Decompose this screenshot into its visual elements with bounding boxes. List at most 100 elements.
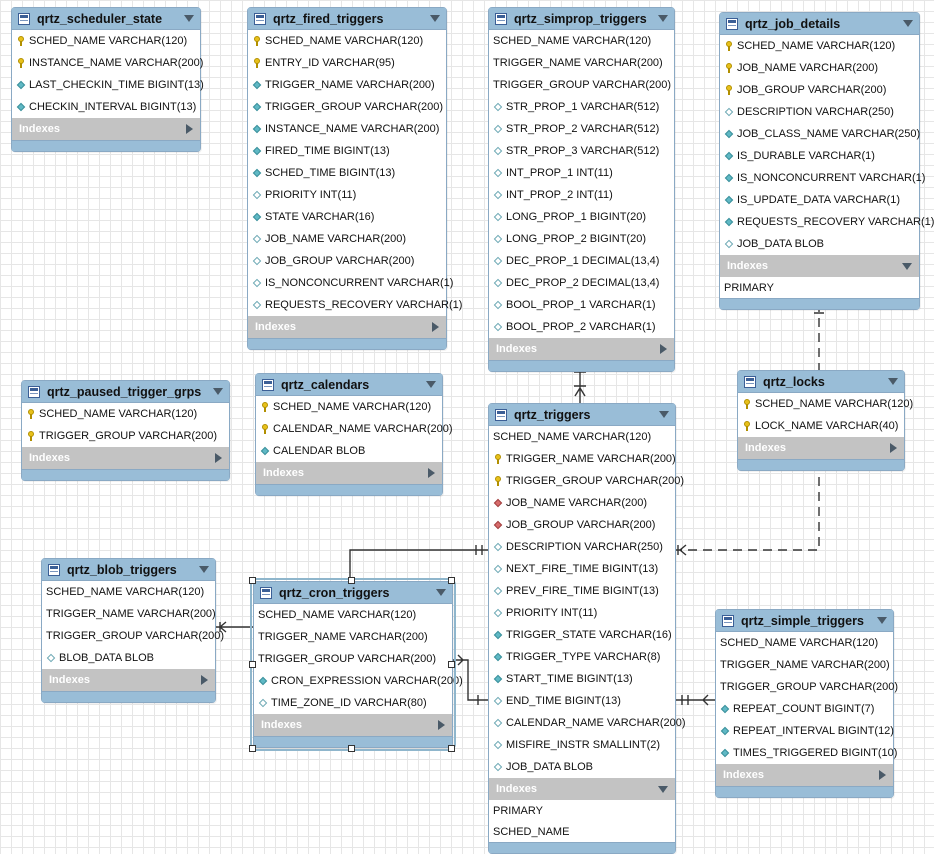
- column-row[interactable]: STR_PROP_2 VARCHAR(512): [489, 118, 674, 140]
- column-row[interactable]: REPEAT_INTERVAL BIGINT(12): [716, 720, 894, 742]
- column-row[interactable]: CALENDAR_NAME VARCHAR(200): [256, 418, 453, 440]
- column-row[interactable]: CALENDAR BLOB: [256, 440, 442, 462]
- indexes-bar[interactable]: Indexes: [716, 764, 893, 786]
- column-row[interactable]: JOB_GROUP VARCHAR(200): [720, 79, 919, 101]
- resize-handle[interactable]: [249, 577, 256, 584]
- column-row[interactable]: IS_NONCONCURRENT VARCHAR(1): [248, 272, 453, 294]
- column-row[interactable]: MISFIRE_INSTR SMALLINT(2): [489, 734, 675, 756]
- indexes-bar[interactable]: Indexes: [489, 778, 675, 800]
- expand-right-icon[interactable]: [215, 453, 222, 463]
- rel-simple-triggers[interactable]: [674, 694, 715, 706]
- collapse-caret-icon[interactable]: [430, 15, 440, 22]
- table-header[interactable]: qrtz_triggers: [489, 404, 675, 426]
- indexes-bar[interactable]: Indexes: [256, 462, 442, 484]
- indexes-bar[interactable]: Indexes: [738, 437, 904, 459]
- column-row[interactable]: SCHED_TIME BIGINT(13): [248, 162, 446, 184]
- column-row[interactable]: LOCK_NAME VARCHAR(40): [738, 415, 904, 437]
- column-row[interactable]: BOOL_PROP_2 VARCHAR(1): [489, 316, 674, 338]
- expand-right-icon[interactable]: [660, 344, 667, 354]
- column-row[interactable]: SCHED_NAME VARCHAR(120): [720, 35, 919, 57]
- column-row[interactable]: DEC_PROP_2 DECIMAL(13,4): [489, 272, 674, 294]
- column-row[interactable]: TRIGGER_NAME VARCHAR(200): [489, 52, 674, 74]
- column-row[interactable]: SCHED_NAME VARCHAR(120): [12, 30, 200, 52]
- column-row[interactable]: INT_PROP_1 INT(11): [489, 162, 674, 184]
- collapse-caret-icon[interactable]: [658, 15, 668, 22]
- column-row[interactable]: CALENDAR_NAME VARCHAR(200): [489, 712, 686, 734]
- column-row[interactable]: INT_PROP_2 INT(11): [489, 184, 674, 206]
- column-row[interactable]: TRIGGER_TYPE VARCHAR(8): [489, 646, 675, 668]
- column-row[interactable]: JOB_NAME VARCHAR(200): [248, 228, 446, 250]
- column-row[interactable]: JOB_NAME VARCHAR(200): [489, 492, 675, 514]
- column-row[interactable]: TRIGGER_NAME VARCHAR(200): [254, 626, 452, 648]
- column-row[interactable]: FIRED_TIME BIGINT(13): [248, 140, 446, 162]
- collapse-caret-icon[interactable]: [436, 589, 446, 596]
- resize-handle[interactable]: [348, 577, 355, 584]
- column-row[interactable]: TRIGGER_NAME VARCHAR(200): [42, 603, 216, 625]
- resize-handle[interactable]: [348, 745, 355, 752]
- column-row[interactable]: TRIGGER_GROUP VARCHAR(200): [489, 470, 684, 492]
- column-row[interactable]: TIMES_TRIGGERED BIGINT(10): [716, 742, 897, 764]
- column-row[interactable]: TRIGGER_GROUP VARCHAR(200): [42, 625, 224, 647]
- resize-handle[interactable]: [448, 745, 455, 752]
- column-row[interactable]: SCHED_NAME VARCHAR(120): [248, 30, 446, 52]
- column-row[interactable]: JOB_NAME VARCHAR(200): [720, 57, 919, 79]
- collapse-caret-icon[interactable]: [903, 20, 913, 27]
- indexes-bar[interactable]: Indexes: [489, 338, 674, 360]
- column-row[interactable]: PRIORITY INT(11): [248, 184, 446, 206]
- column-row[interactable]: IS_UPDATE_DATA VARCHAR(1): [720, 189, 919, 211]
- expand-down-icon[interactable]: [658, 785, 668, 793]
- column-row[interactable]: PREV_FIRE_TIME BIGINT(13): [489, 580, 675, 602]
- table-header[interactable]: qrtz_blob_triggers: [42, 559, 215, 581]
- collapse-caret-icon[interactable]: [877, 617, 887, 624]
- index-item[interactable]: PRIMARY: [724, 281, 774, 294]
- collapse-caret-icon[interactable]: [426, 381, 436, 388]
- column-row[interactable]: REQUESTS_RECOVERY VARCHAR(1): [248, 294, 462, 316]
- rel-locks-triggers-marker[interactable]: [677, 544, 687, 556]
- column-row[interactable]: TRIGGER_GROUP VARCHAR(200): [22, 425, 229, 447]
- table-header[interactable]: qrtz_simprop_triggers: [489, 8, 674, 30]
- collapse-caret-icon[interactable]: [888, 378, 898, 385]
- table-header[interactable]: qrtz_calendars: [256, 374, 442, 396]
- resize-handle[interactable]: [448, 660, 455, 668]
- expand-right-icon[interactable]: [438, 720, 445, 730]
- column-row[interactable]: SCHED_NAME VARCHAR(120): [42, 581, 215, 603]
- index-item[interactable]: PRIMARY: [493, 804, 543, 817]
- column-row[interactable]: JOB_DATA BLOB: [720, 233, 919, 255]
- resize-handle[interactable]: [448, 577, 455, 584]
- column-row[interactable]: TRIGGER_NAME VARCHAR(200): [716, 654, 893, 676]
- expand-right-icon[interactable]: [428, 468, 435, 478]
- resize-handle[interactable]: [249, 660, 256, 668]
- column-row[interactable]: SCHED_NAME VARCHAR(120): [716, 632, 893, 654]
- column-row[interactable]: STR_PROP_3 VARCHAR(512): [489, 140, 674, 162]
- indexes-bar[interactable]: Indexes: [248, 316, 446, 338]
- table-header[interactable]: qrtz_scheduler_state: [12, 8, 200, 30]
- column-row[interactable]: TRIGGER_STATE VARCHAR(16): [489, 624, 675, 646]
- rel-locks-triggers[interactable]: [674, 462, 820, 551]
- column-row[interactable]: DESCRIPTION VARCHAR(250): [489, 536, 675, 558]
- column-row[interactable]: LAST_CHECKIN_TIME BIGINT(13): [12, 74, 204, 96]
- indexes-bar[interactable]: Indexes: [42, 669, 215, 691]
- collapse-caret-icon[interactable]: [184, 15, 194, 22]
- column-row[interactable]: IS_NONCONCURRENT VARCHAR(1): [720, 167, 925, 189]
- column-row[interactable]: TRIGGER_NAME VARCHAR(200): [489, 448, 676, 470]
- column-row[interactable]: INSTANCE_NAME VARCHAR(200): [248, 118, 446, 140]
- table-header[interactable]: qrtz_paused_trigger_grps: [22, 381, 229, 403]
- indexes-bar[interactable]: Indexes: [22, 447, 229, 469]
- column-row[interactable]: TIME_ZONE_ID VARCHAR(80): [254, 692, 452, 714]
- column-row[interactable]: JOB_GROUP VARCHAR(200): [248, 250, 446, 272]
- column-row[interactable]: REPEAT_COUNT BIGINT(7): [716, 698, 893, 720]
- expand-right-icon[interactable]: [201, 675, 208, 685]
- column-row[interactable]: LONG_PROP_2 BIGINT(20): [489, 228, 674, 250]
- table-header[interactable]: qrtz_simple_triggers: [716, 610, 893, 632]
- index-item[interactable]: SCHED_NAME: [493, 825, 570, 838]
- column-row[interactable]: TRIGGER_GROUP VARCHAR(200): [489, 74, 674, 96]
- column-row[interactable]: PRIORITY INT(11): [489, 602, 675, 624]
- column-row[interactable]: TRIGGER_GROUP VARCHAR(200): [716, 676, 898, 698]
- column-row[interactable]: SCHED_NAME VARCHAR(120): [489, 30, 674, 52]
- column-row[interactable]: REQUESTS_RECOVERY VARCHAR(1): [720, 211, 934, 233]
- table-header[interactable]: qrtz_job_details: [720, 13, 919, 35]
- column-row[interactable]: JOB_CLASS_NAME VARCHAR(250): [720, 123, 920, 145]
